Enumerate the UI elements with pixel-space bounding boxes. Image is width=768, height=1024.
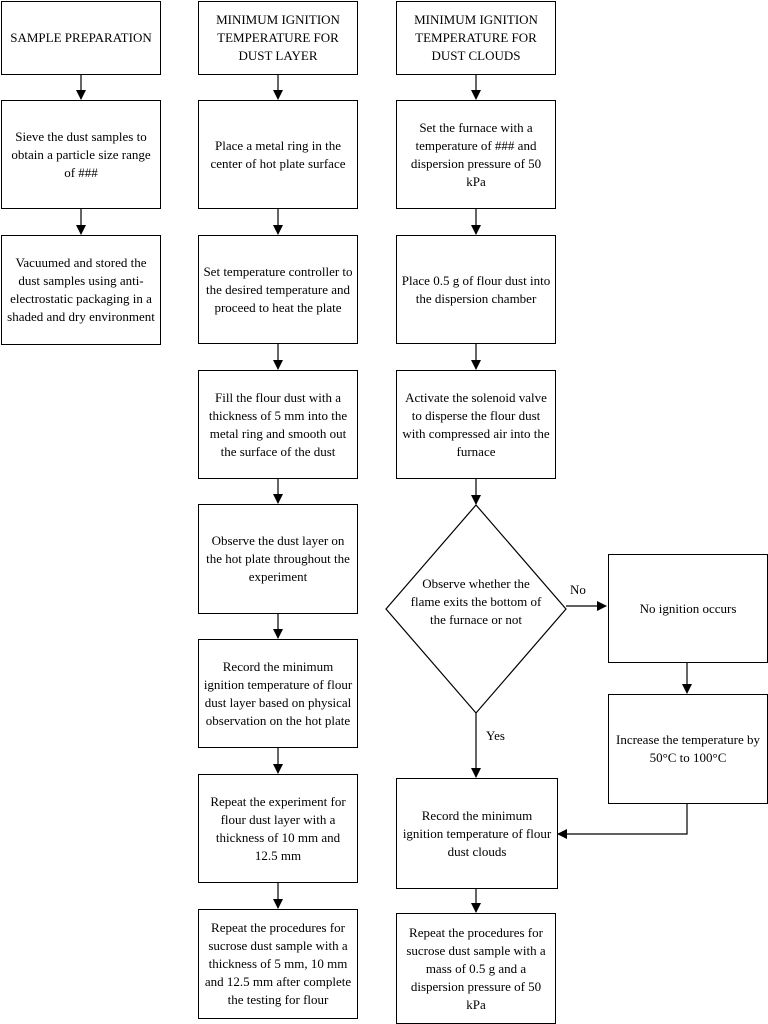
step-place-flour-dust: Place 0.5 g of flour dust into the dispe… xyxy=(396,235,556,344)
step-repeat-sucrose-clouds: Repeat the procedures for sucrose dust s… xyxy=(396,913,556,1024)
step-place-metal-ring: Place a metal ring in the center of hot … xyxy=(198,100,358,209)
step-increase-temperature: Increase the temperature by 50°C to 100°… xyxy=(608,694,768,804)
header-sample-preparation: SAMPLE PREPARATION xyxy=(1,1,161,75)
step-activate-valve: Activate the solenoid valve to disperse … xyxy=(396,370,556,479)
decision-no-label: No xyxy=(570,582,586,597)
decision-label: Observe whether the flame exits the bott… xyxy=(410,576,542,627)
step-sieve-samples: Sieve the dust samples to obtain a parti… xyxy=(1,100,161,209)
decision-diamond xyxy=(385,504,567,714)
header-dust-clouds: MINIMUM IGNITION TEMPERATURE FOR DUST CL… xyxy=(396,1,556,75)
step-fill-flour-dust: Fill the flour dust with a thickness of … xyxy=(198,370,358,479)
step-repeat-sucrose-layer: Repeat the procedures for sucrose dust s… xyxy=(198,909,358,1019)
step-observe-dust-layer: Observe the dust layer on the hot plate … xyxy=(198,504,358,614)
arrow xyxy=(557,804,688,839)
step-repeat-thickness: Repeat the experiment for flour dust lay… xyxy=(198,774,358,883)
step-set-furnace: Set the furnace with a temperature of ##… xyxy=(396,100,556,209)
decision-yes-label: Yes xyxy=(486,728,505,743)
step-set-temperature: Set temperature controller to the desire… xyxy=(198,235,358,344)
step-record-layer-mit: Record the minimum ignition temperature … xyxy=(198,639,358,748)
header-dust-layer: MINIMUM IGNITION TEMPERATURE FOR DUST LA… xyxy=(198,1,358,75)
step-no-ignition: No ignition occurs xyxy=(608,554,768,663)
step-store-samples: Vacuumed and stored the dust samples usi… xyxy=(1,235,161,345)
step-record-clouds-mit: Record the minimum ignition temperature … xyxy=(396,778,558,889)
